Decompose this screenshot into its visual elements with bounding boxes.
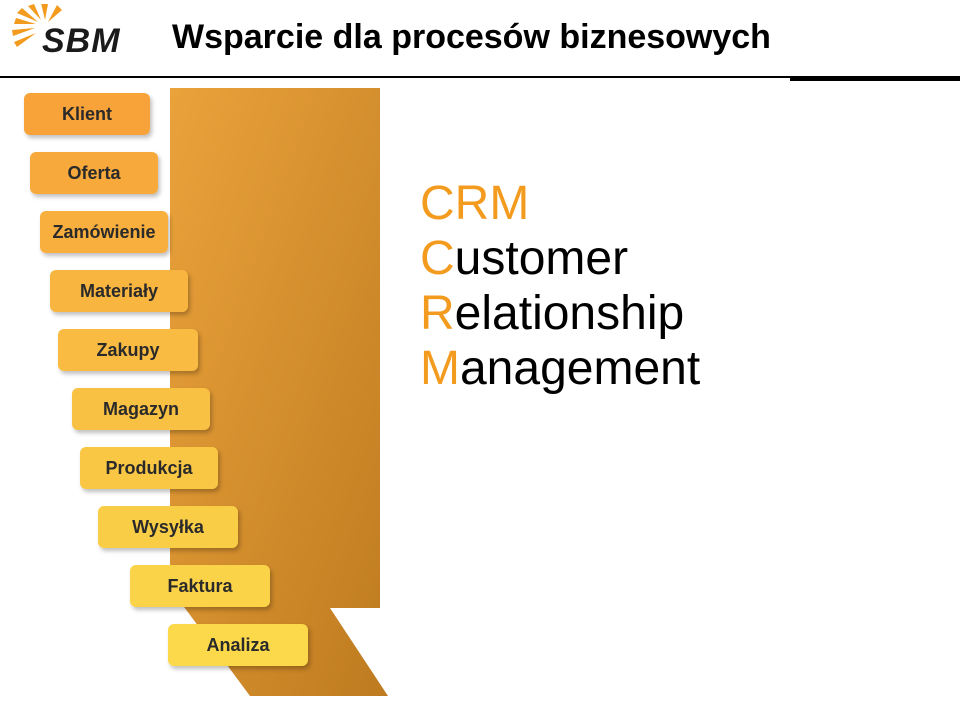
process-step-materialy: Materiały: [50, 270, 188, 312]
process-step-analiza: Analiza: [168, 624, 308, 666]
process-step-produkcja: Produkcja: [80, 447, 218, 489]
crm-line-customer: Customer: [420, 231, 700, 286]
crm-rest: elationship: [454, 287, 685, 340]
process-step-zamowienie: Zamówienie: [40, 211, 168, 253]
crm-rest: ustomer: [454, 232, 629, 285]
logo-wordmark: SBM: [42, 22, 121, 60]
crm-initial: R: [420, 287, 455, 340]
process-step-faktura: Faktura: [130, 565, 270, 607]
crm-initial: M: [420, 342, 460, 395]
crm-heading: CRM: [420, 177, 530, 230]
header-divider-accent: [790, 76, 960, 81]
header-divider: [0, 76, 960, 78]
process-step-oferta: Oferta: [30, 152, 158, 194]
process-step-klient: Klient: [24, 93, 150, 135]
process-step-zakupy: Zakupy: [58, 329, 198, 371]
sunburst-icon: [12, 4, 62, 47]
process-step-magazyn: Magazyn: [72, 388, 210, 430]
crm-line-relationship: Relationship: [420, 286, 700, 341]
crm-initial: C: [420, 232, 455, 285]
crm-line-management: Management: [420, 341, 700, 396]
page-title: Wsparcie dla procesów biznesowych: [172, 18, 771, 56]
crm-rest: anagement: [459, 342, 701, 395]
crm-definition: CRM Customer Relationship Management: [420, 176, 700, 396]
process-step-wysylka: Wysyłka: [98, 506, 238, 548]
sbm-logo: SBM: [12, 4, 121, 60]
